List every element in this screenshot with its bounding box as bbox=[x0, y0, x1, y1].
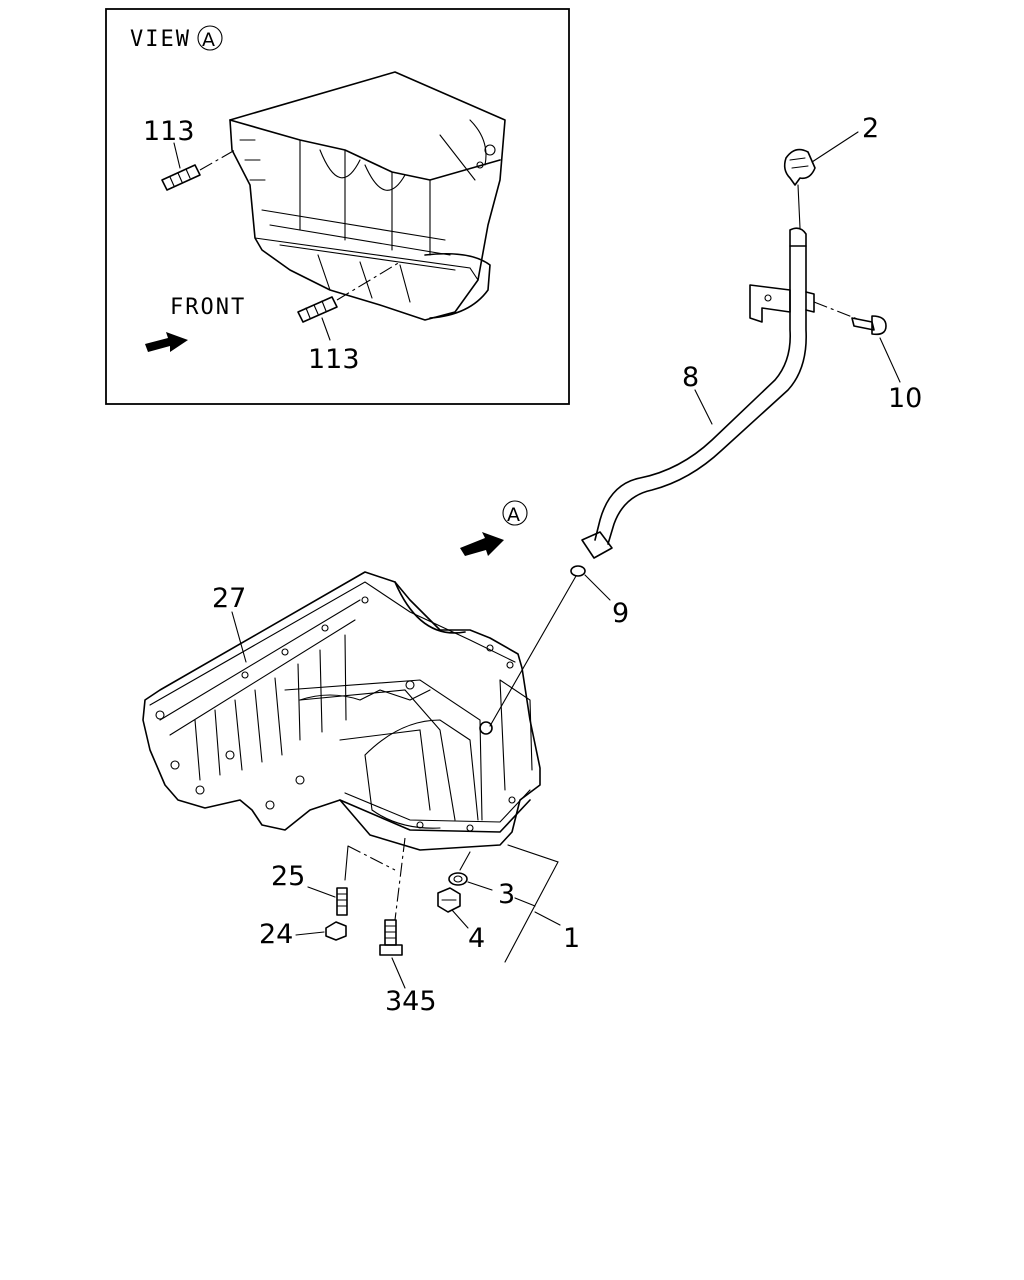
bolt-chain-line bbox=[394, 837, 406, 921]
label-2: 2 bbox=[862, 113, 879, 144]
inset-front-label: FRONT bbox=[170, 295, 246, 320]
inset-view-marker-circle bbox=[197, 25, 223, 51]
drain-plug-4 bbox=[437, 887, 461, 913]
inset-stud-bottom-label: 113 bbox=[308, 344, 360, 375]
leader-8 bbox=[694, 389, 713, 425]
inset-stud-top-label: 113 bbox=[143, 116, 195, 147]
leader-4 bbox=[451, 909, 469, 929]
leader-1 bbox=[534, 911, 561, 926]
view-arrow-icon bbox=[460, 532, 504, 556]
label-10: 10 bbox=[888, 383, 922, 414]
assembly-bracket bbox=[504, 844, 559, 963]
washer-3 bbox=[448, 851, 471, 886]
label-4: 4 bbox=[468, 923, 485, 954]
label-24: 24 bbox=[259, 919, 293, 950]
inset-view-a: VIEW A 113 bbox=[105, 8, 570, 405]
assembly-bracket-tick bbox=[514, 897, 536, 907]
leader-9 bbox=[584, 574, 611, 601]
label-27: 27 bbox=[212, 583, 246, 614]
stud-axis bbox=[344, 845, 349, 881]
leader-2 bbox=[811, 131, 859, 163]
leader-27 bbox=[231, 611, 247, 663]
view-arrow-a: A bbox=[460, 500, 528, 556]
inset-frame bbox=[105, 8, 570, 405]
inset-view-label: VIEW bbox=[130, 27, 191, 52]
label-1: 1 bbox=[563, 923, 580, 954]
inset-stud-top-leader bbox=[173, 142, 181, 169]
bolt-10 bbox=[813, 301, 887, 336]
stud-113-bottom bbox=[297, 261, 401, 323]
label-9: 9 bbox=[612, 598, 629, 629]
leader-25 bbox=[307, 886, 336, 898]
stud-chain-line bbox=[347, 845, 396, 871]
nut-24 bbox=[325, 921, 347, 941]
guide-tube-8 bbox=[581, 227, 815, 559]
leader-24 bbox=[295, 931, 325, 936]
leader-345 bbox=[391, 957, 406, 989]
view-arrow-marker-circle bbox=[502, 500, 528, 526]
label-345: 345 bbox=[385, 986, 437, 1017]
stud-113-top bbox=[161, 149, 236, 191]
inset-view-marker: A bbox=[202, 29, 215, 51]
oil-pan-27 bbox=[142, 571, 541, 851]
view-arrow-marker: A bbox=[507, 504, 520, 526]
dipstick-2 bbox=[783, 148, 816, 229]
inset-stud-bottom-leader bbox=[321, 317, 331, 341]
label-3: 3 bbox=[498, 879, 515, 910]
label-8: 8 bbox=[682, 362, 699, 393]
stud-25 bbox=[336, 887, 348, 916]
bolt-345 bbox=[379, 919, 403, 956]
o-ring-9 bbox=[489, 565, 586, 727]
front-arrow-icon bbox=[145, 332, 188, 352]
leader-10 bbox=[879, 337, 901, 383]
label-25: 25 bbox=[271, 861, 305, 892]
leader-3 bbox=[467, 881, 493, 891]
engine-block-drawing bbox=[229, 71, 506, 321]
